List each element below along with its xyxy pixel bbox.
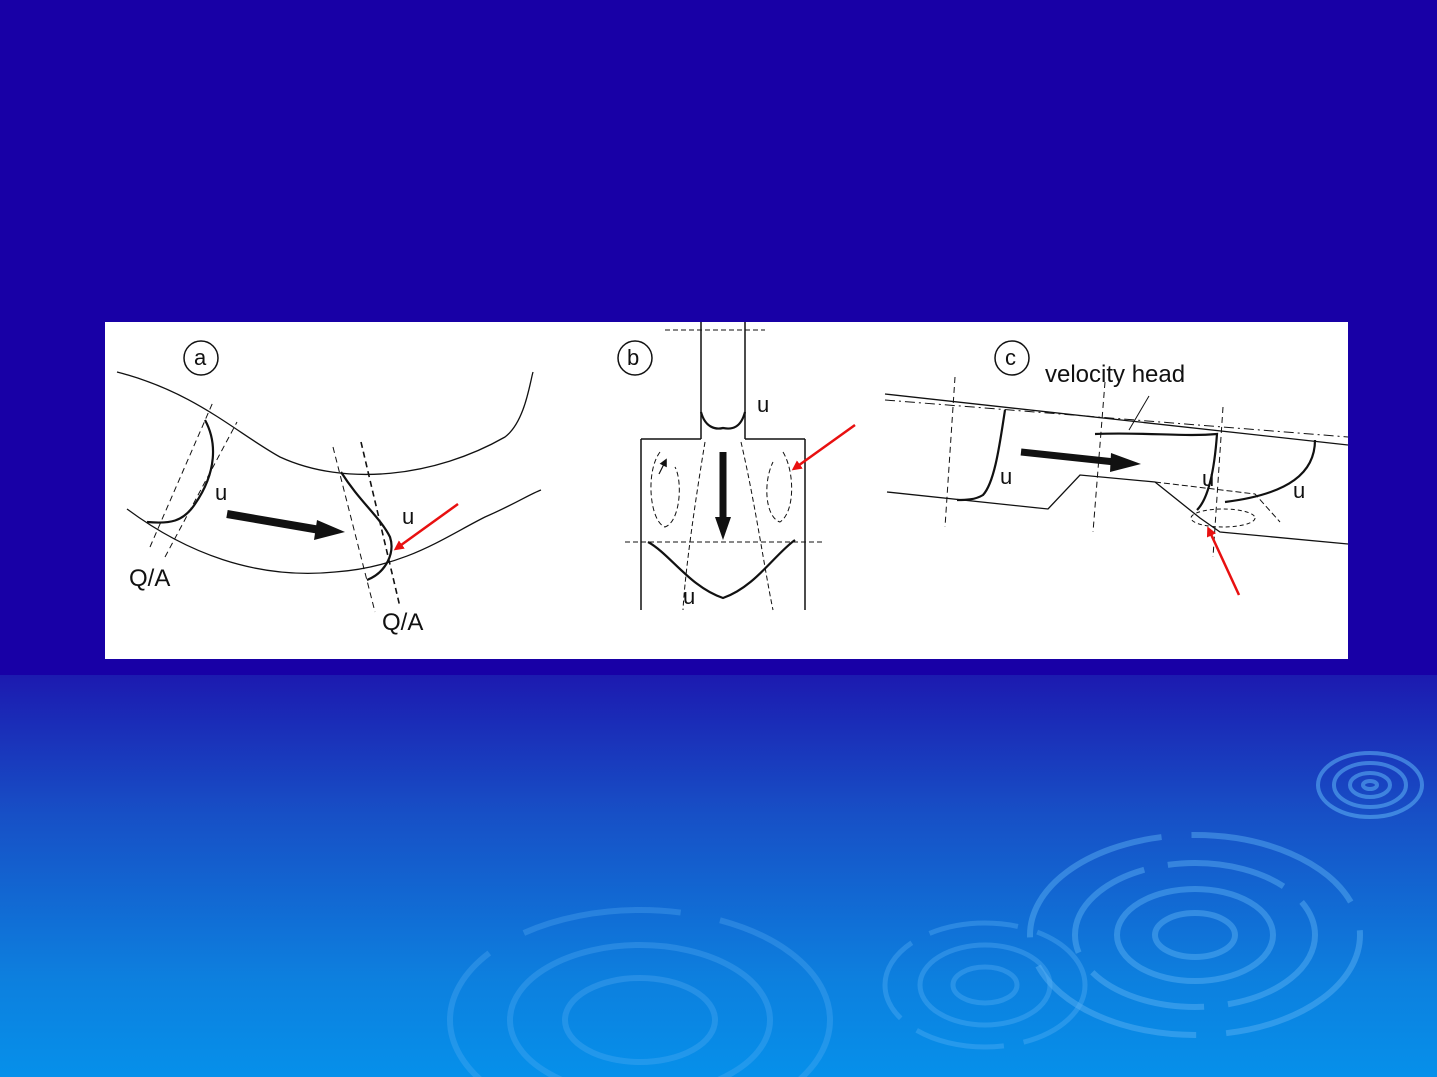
panel-c-velocity-label-1: u bbox=[1000, 464, 1012, 489]
panel-b-highlight-arrow bbox=[795, 425, 855, 468]
panel-c-letter: c bbox=[1005, 345, 1016, 370]
panel-a-mean-label-right: Q/A bbox=[382, 609, 423, 636]
panel-c-velocity-label-3: u bbox=[1293, 478, 1305, 503]
panel-b-velocity-label-bottom: u bbox=[683, 584, 695, 609]
panel-b-expansion bbox=[618, 322, 823, 610]
panel-b-letter: b bbox=[627, 345, 639, 370]
panel-b-velocity-label-top: u bbox=[757, 392, 769, 417]
velocity-head-label: velocity head bbox=[1045, 361, 1185, 388]
ripple-decoration bbox=[0, 675, 1437, 1077]
panel-c-velocity-label-2: u bbox=[1202, 466, 1214, 491]
panel-a-velocity-label-left: u bbox=[215, 480, 227, 505]
panel-a-letter: a bbox=[194, 345, 207, 370]
panel-a-bend bbox=[117, 341, 541, 612]
panel-a-mean-label-left: Q/A bbox=[129, 565, 170, 592]
flow-diagram-panel: a u u Q/A Q/A bbox=[105, 322, 1348, 659]
panel-a-velocity-label-right: u bbox=[402, 504, 414, 529]
ripple-bottom-icon bbox=[450, 910, 830, 1077]
ripple-small-icon bbox=[1318, 753, 1422, 817]
panel-c-highlight-arrow bbox=[1209, 530, 1239, 595]
